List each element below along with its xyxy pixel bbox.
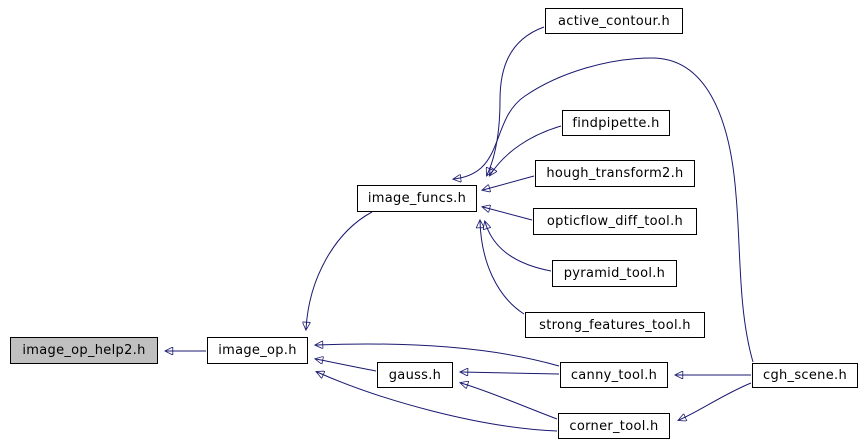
node-gauss[interactable]: gauss.h (377, 362, 453, 388)
node-strong_features_tool[interactable]: strong_features_tool.h (525, 312, 705, 338)
node-cgh_scene[interactable]: cgh_scene.h (752, 363, 858, 388)
edge-gauss-to-image_op (316, 359, 377, 372)
edge-strong_features_tool-to-image_funcs (480, 221, 525, 315)
node-image_op[interactable]: image_op.h (207, 337, 308, 364)
node-hough_transform2[interactable]: hough_transform2.h (535, 160, 695, 187)
node-corner_tool[interactable]: corner_tool.h (558, 413, 670, 439)
edge-canny_tool-to-gauss (461, 372, 560, 374)
edge-active_contour-to-image_funcs (487, 26, 545, 175)
edge-cgh_scene-to-corner_tool (679, 382, 752, 420)
node-image_op_help2: image_op_help2.h (10, 337, 158, 364)
node-findpipette[interactable]: findpipette.h (562, 110, 670, 136)
edge-opticflow_diff_tool-to-image_funcs (483, 207, 533, 221)
node-image_funcs[interactable]: image_funcs.h (357, 185, 477, 212)
edge-image_funcs-to-image_op (306, 211, 373, 329)
node-pyramid_tool[interactable]: pyramid_tool.h (552, 260, 677, 287)
node-opticflow_diff_tool[interactable]: opticflow_diff_tool.h (533, 208, 697, 235)
node-canny_tool[interactable]: canny_tool.h (560, 362, 668, 388)
edge-hough_transform2-to-image_funcs (483, 175, 535, 190)
node-active_contour[interactable]: active_contour.h (545, 8, 683, 34)
edge-corner_tool-to-gauss (461, 383, 558, 420)
